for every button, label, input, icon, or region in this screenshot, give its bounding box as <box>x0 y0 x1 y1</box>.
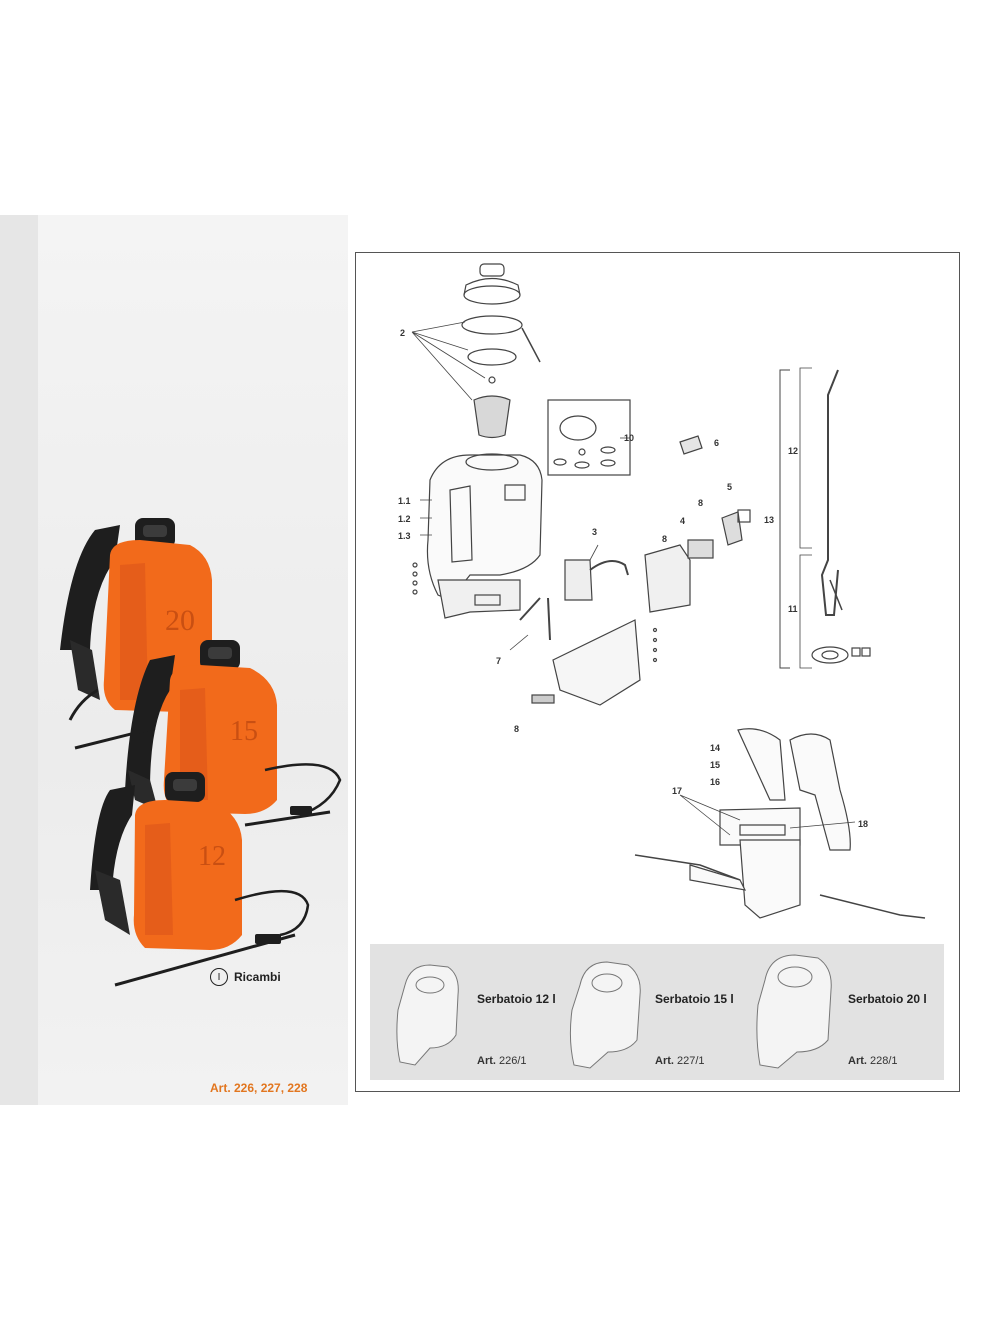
tank-15l-title: Serbatoio 15 l <box>655 992 734 1006</box>
tank-20l-art: Art. 228/1 <box>848 1055 898 1067</box>
callout-14: 14 <box>710 743 721 753</box>
callout-3: 3 <box>592 527 598 537</box>
sprayer-12l: 12 <box>90 772 310 987</box>
callout-12: 12 <box>788 446 799 456</box>
callout-13: 13 <box>764 515 775 525</box>
tank-12l-art-code: 226/1 <box>499 1055 527 1067</box>
callout-16: 16 <box>710 777 721 787</box>
callout-8-bottom: 8 <box>514 724 520 734</box>
callout-2: 2 <box>400 328 406 338</box>
callout-1-3: 1.3 <box>398 531 411 541</box>
tank-12l-title: Serbatoio 12 l <box>477 992 556 1006</box>
article-codes: Art. 226, 227, 228 <box>210 1081 308 1095</box>
callout-5: 5 <box>727 482 733 492</box>
tank-12l-drawing <box>396 964 459 1066</box>
capacity-mark-15: 15 <box>230 716 258 747</box>
tank-15l-drawing <box>569 961 641 1069</box>
tank-15l-art: Art. 227/1 <box>655 1055 705 1067</box>
ricambi-label: I Ricambi <box>210 968 281 986</box>
callout-8-top: 8 <box>698 498 704 508</box>
callout-4: 4 <box>680 516 686 526</box>
ricambi-text: Ricambi <box>234 970 281 984</box>
callout-1-1: 1.1 <box>398 496 411 506</box>
callout-11: 11 <box>788 604 798 614</box>
scan-edge-strip <box>0 215 38 1105</box>
callout-10: 10 <box>624 433 635 443</box>
tank-20l-art-code: 228/1 <box>870 1055 898 1067</box>
callout-18: 18 <box>858 819 869 829</box>
language-badge-icon: I <box>210 968 228 986</box>
tank-12l-art-prefix: Art. <box>477 1055 496 1067</box>
callout-6: 6 <box>714 438 720 448</box>
callout-17: 17 <box>672 786 683 796</box>
capacity-mark-12: 12 <box>198 841 226 872</box>
tank-20l-drawing <box>756 954 832 1069</box>
callout-7: 7 <box>496 656 502 666</box>
tank-12l-art: Art. 226/1 <box>477 1055 527 1067</box>
tank-15l-art-code: 227/1 <box>677 1055 705 1067</box>
tank-15l-art-prefix: Art. <box>655 1055 674 1067</box>
tank-20l-title: Serbatoio 20 l <box>848 992 927 1006</box>
callout-1-2: 1.2 <box>398 514 411 524</box>
replacement-tanks-strip <box>370 944 944 1080</box>
callout-8-middle: 8 <box>662 534 668 544</box>
capacity-mark-20: 20 <box>165 604 195 637</box>
tank-20l-art-prefix: Art. <box>848 1055 867 1067</box>
callout-15: 15 <box>710 760 721 770</box>
